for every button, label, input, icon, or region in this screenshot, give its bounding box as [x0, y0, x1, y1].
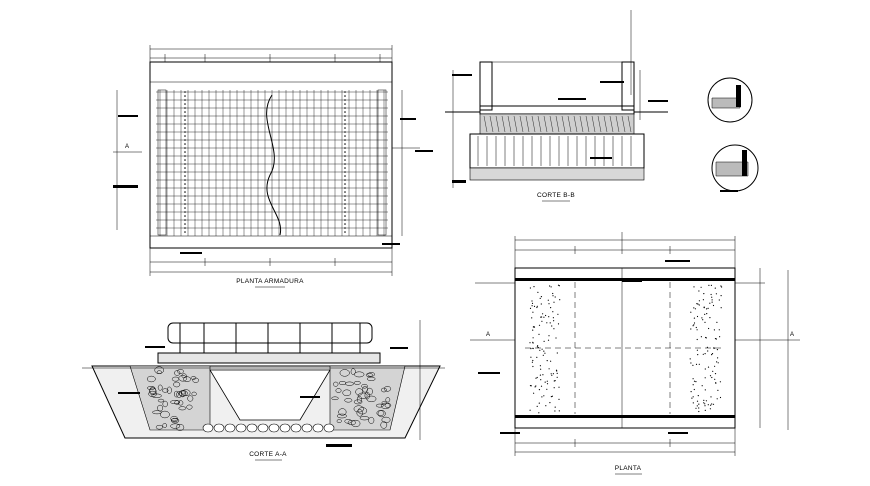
- corte-aa-title: CORTE A-A: [249, 451, 287, 458]
- railing-posts: [179, 323, 361, 353]
- corte-bb-title: CORTE B-B: [537, 192, 575, 199]
- section-marker-left: A: [113, 90, 142, 230]
- culvert-pipes: [202, 423, 335, 433]
- corte-bb-hatch: [483, 115, 632, 133]
- planta-title: PLANTA: [615, 465, 642, 472]
- corte-bb-piles: [477, 136, 632, 166]
- planta-section-a-right: A: [790, 332, 794, 338]
- corte-bb-view: CORTE B-B: [445, 10, 668, 202]
- planta-view: A A PLANTA: [470, 232, 800, 475]
- fill-stones: [146, 366, 392, 431]
- corte-aa-view: CORTE A-A: [82, 320, 445, 461]
- planta-section-a-left: A: [486, 332, 490, 338]
- planta-armadura-view: A PLANTA ARMADURA: [113, 45, 433, 288]
- section-marker-right: [392, 90, 433, 236]
- break-curve: [266, 94, 282, 236]
- section-letter-a: A: [125, 144, 129, 150]
- planta-armadura-bottom-dimensions: [149, 243, 400, 276]
- planta-stipple: [529, 284, 723, 414]
- detail-circles: [707, 77, 759, 192]
- planta-armadura-title: PLANTA ARMADURA: [236, 278, 304, 285]
- planta-armadura-top-dimensions: [149, 45, 393, 62]
- slab-outline: [149, 61, 393, 249]
- reinforcement-grid: [156, 90, 388, 236]
